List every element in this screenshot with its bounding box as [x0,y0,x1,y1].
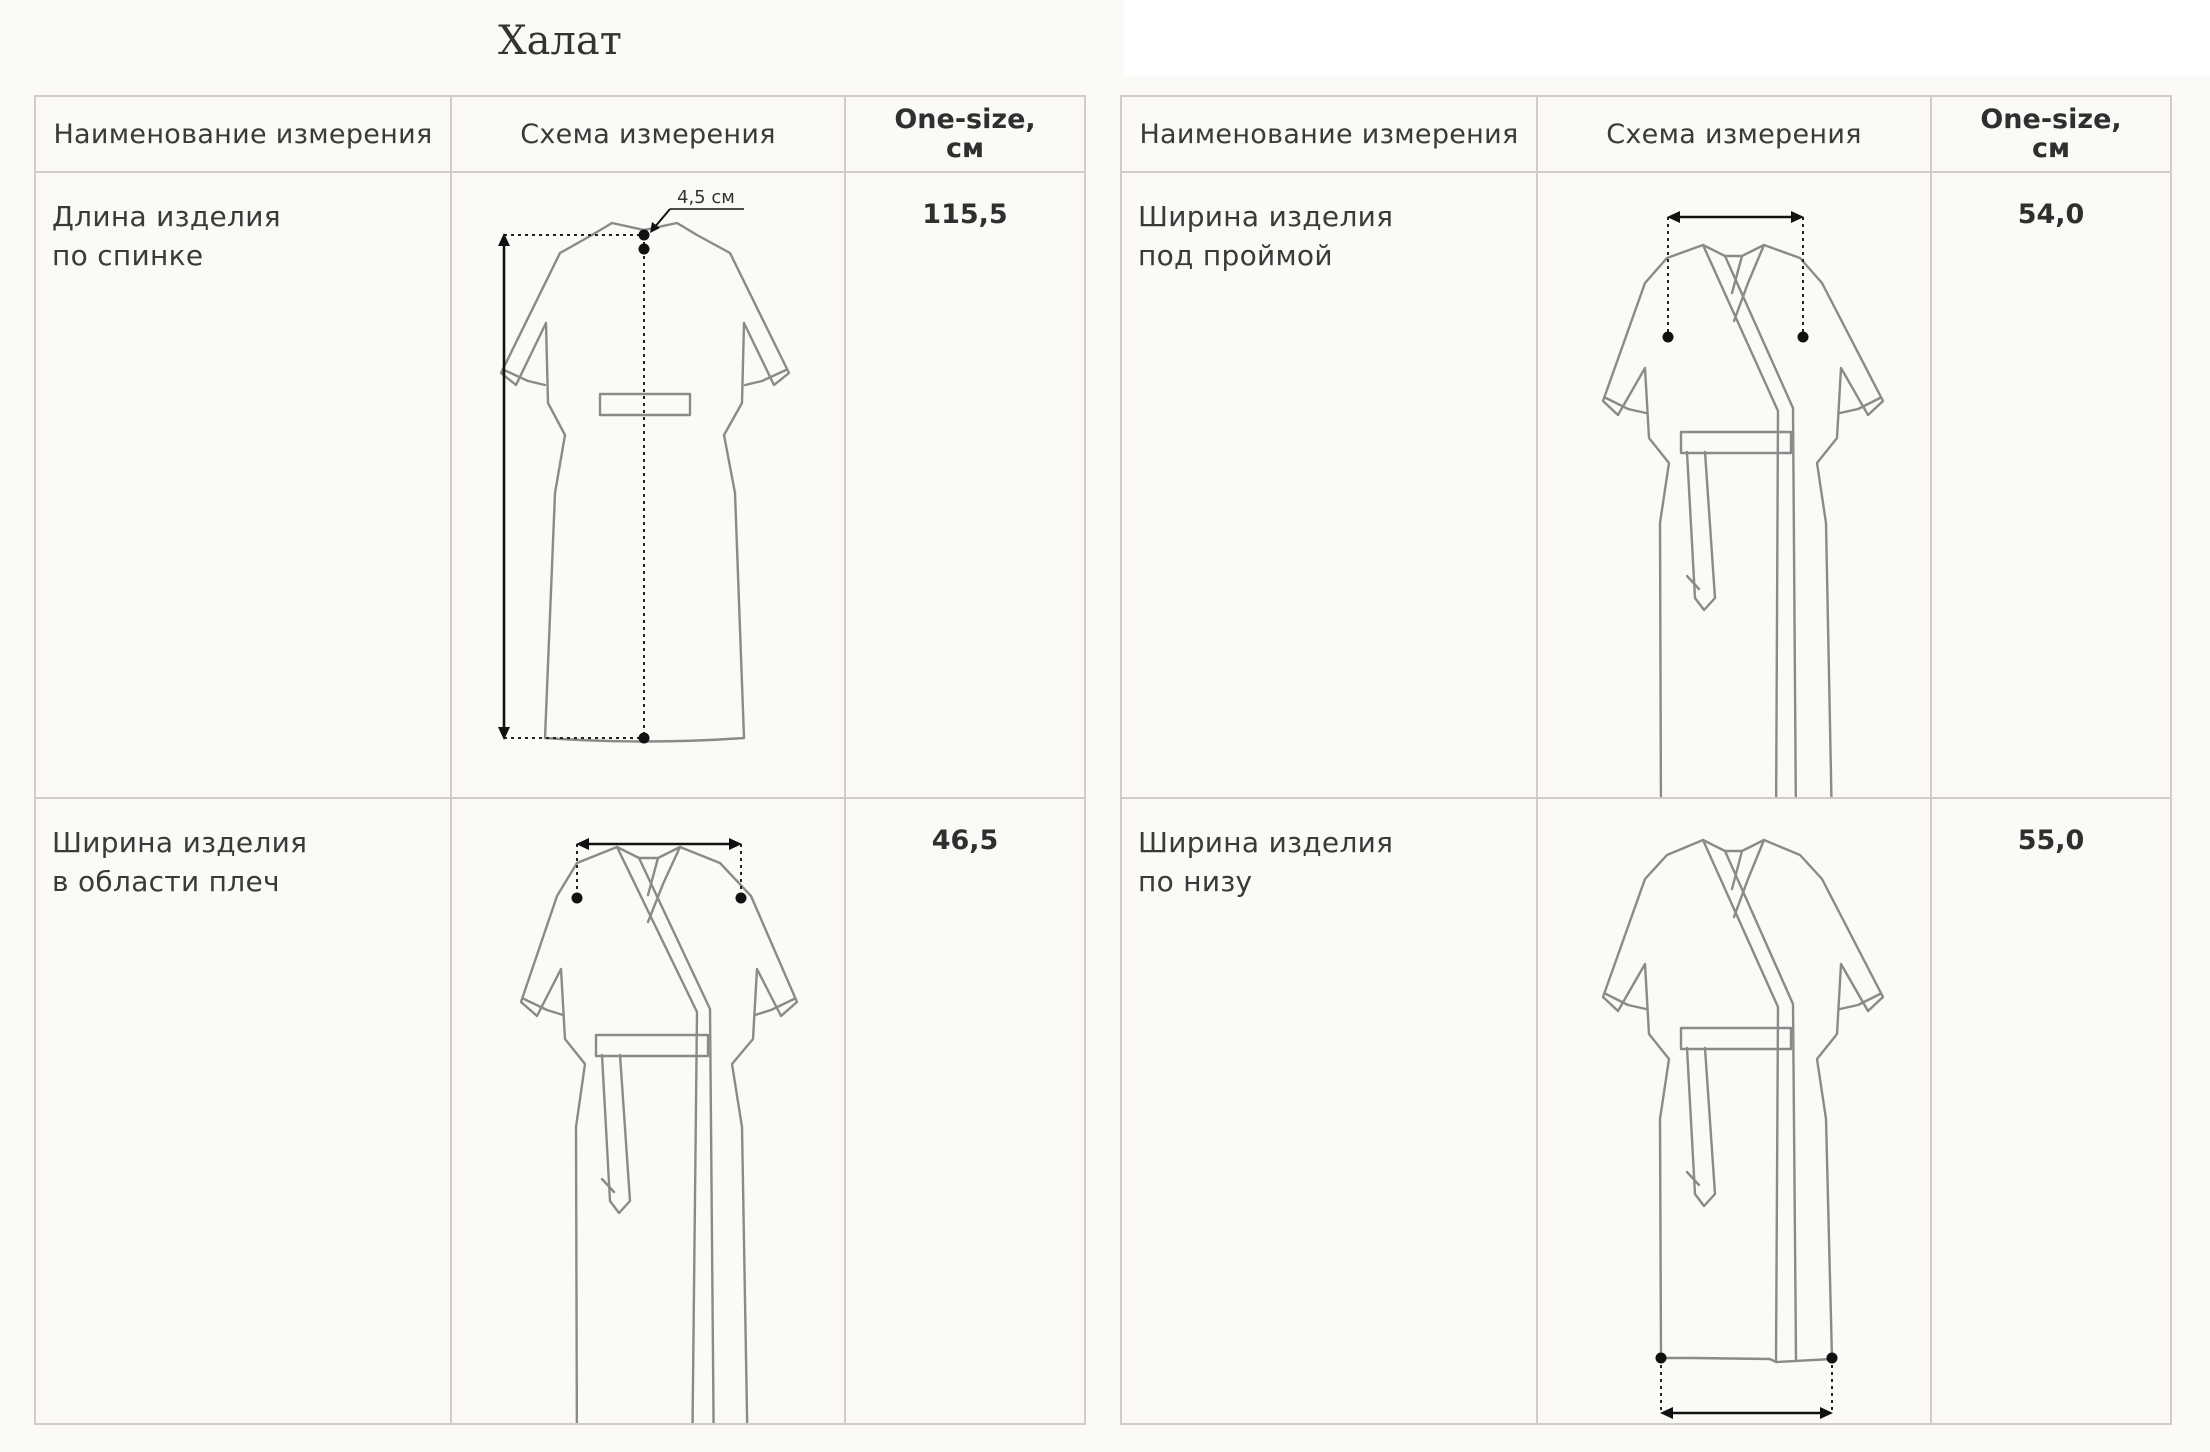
measurement-scheme-cell [1536,797,1932,1425]
column-header-size: One-size, см [844,95,1086,173]
measurement-value-cell: 55,0 [1930,797,2172,1425]
measurement-name-line: Длина изделия [52,200,281,233]
measurement-scheme-cell [1536,171,1932,799]
page-title: Халат [498,18,622,64]
measurement-name-line: Ширина изделия [52,826,308,859]
measurement-name-cell: Ширина изделия по низу [1120,797,1538,1425]
robe-hem-width-diagram-icon [1601,838,1885,1419]
measurement-value-cell: 115,5 [844,171,1086,799]
measurement-name-line: под проймой [1138,239,1333,272]
measurement-value: 115,5 [922,199,1008,230]
robe-shoulder-width-diagram-icon [519,838,799,1423]
measurement-value: 54,0 [2017,199,2085,230]
robe-armhole-width-diagram-icon [1601,211,1885,797]
size-unit: см [945,133,985,164]
measurement-name-line: по низу [1138,865,1253,898]
measurement-table-right: Наименование измерения Схема измерения O… [1120,95,2172,1425]
column-header-scheme: Схема измерения [450,95,846,173]
measurement-name-line: в области плеч [52,865,280,898]
measurement-name-line: Ширина изделия [1138,826,1394,859]
robe-back-length-diagram-icon: 4,5 см [498,187,791,744]
allowance-annotation: 4,5 см [677,187,735,208]
top-right-blank-area [1124,0,2210,76]
measurement-name-line: Ширина изделия [1138,200,1394,233]
measurement-table-left: Наименование измерения Схема измерения O… [34,95,1086,1425]
table-header: Наименование измерения Схема измерения O… [34,95,1086,173]
measurement-name: Длина изделия по спинке [36,173,450,275]
measurement-value-cell: 54,0 [1930,171,2172,799]
measurement-value-cell: 46,5 [844,797,1086,1425]
measurement-scheme-cell: 4,5 см [450,171,846,799]
size-label: One-size, [894,104,1036,135]
size-label: One-size, [1980,104,2122,135]
measurement-name: Ширина изделия в области плеч [36,799,450,901]
column-header-name: Наименование измерения [34,95,452,173]
column-header-scheme: Схема измерения [1536,95,1932,173]
column-header-size: One-size, см [1930,95,2172,173]
table-row: Ширина изделия по низу [1120,797,2172,1425]
measurement-name-line: по спинке [52,239,204,272]
measurement-name-cell: Ширина изделия в области плеч [34,797,452,1425]
measurement-name-cell: Ширина изделия под проймой [1120,171,1538,799]
measurement-name: Ширина изделия под проймой [1122,173,1536,275]
measurement-name: Ширина изделия по низу [1122,799,1536,901]
measurement-scheme-cell [450,797,846,1425]
table-row: Ширина изделия в области плеч [34,797,1086,1425]
size-unit: см [2031,133,2071,164]
table-header: Наименование измерения Схема измерения O… [1120,95,2172,173]
measurement-value: 46,5 [931,825,999,856]
table-row: Длина изделия по спинке [34,171,1086,799]
table-row: Ширина изделия под проймой [1120,171,2172,799]
measurement-name-cell: Длина изделия по спинке [34,171,452,799]
column-header-name: Наименование измерения [1120,95,1538,173]
measurement-value: 55,0 [2017,825,2085,856]
